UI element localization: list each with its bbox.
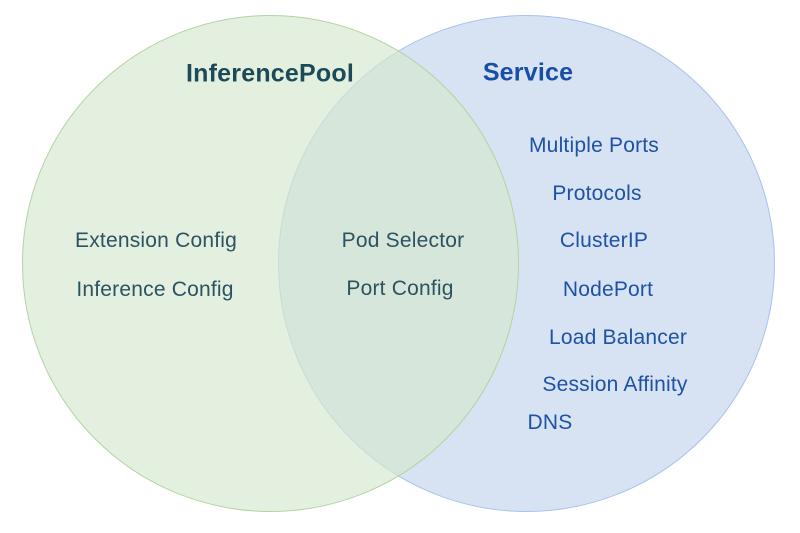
left-item-inference-config: Inference Config: [76, 278, 234, 301]
left-item-extension-config: Extension Config: [75, 229, 237, 252]
right-item-protocols: Protocols: [552, 182, 642, 205]
service-title: Service: [482, 58, 574, 87]
right-item-load-balancer: Load Balancer: [548, 326, 688, 349]
right-item-nodeport: NodePort: [562, 278, 654, 301]
inferencepool-title: InferencePool: [186, 59, 354, 88]
overlap-item-pod-selector: Pod Selector: [341, 229, 465, 252]
right-item-dns: DNS: [527, 411, 573, 434]
right-item-multiple-ports: Multiple Ports: [528, 134, 660, 157]
right-item-session-affinity: Session Affinity: [542, 373, 688, 396]
inferencepool-circle: [22, 15, 519, 512]
overlap-item-port-config: Port Config: [346, 277, 454, 300]
right-item-clusterip: ClusterIP: [559, 229, 649, 252]
